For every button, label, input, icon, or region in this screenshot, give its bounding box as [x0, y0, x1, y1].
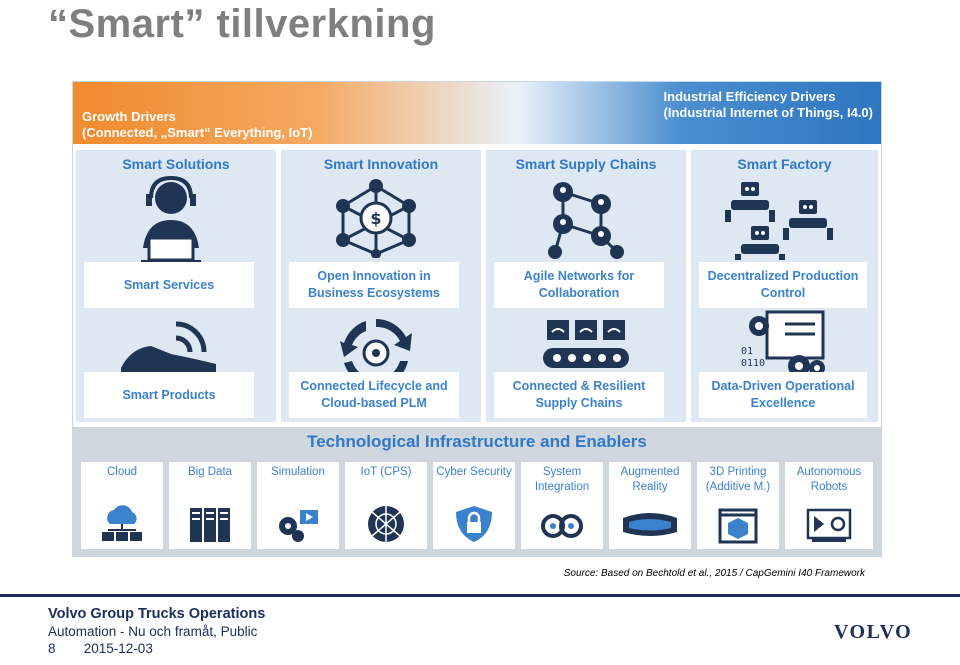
footer-rule	[0, 594, 960, 597]
svg-text:0110: 0110	[741, 358, 765, 369]
tile-autonomous-robots: Autonomous Robots	[785, 462, 873, 549]
source-note: Source: Based on Bechtold et al., 2015 /…	[563, 568, 865, 579]
decentralized-control-box: Decentralized Production Control	[699, 262, 867, 308]
cloud-devices-icon	[102, 505, 142, 541]
server-racks-icon	[190, 508, 230, 542]
tile-simulation: Simulation	[257, 462, 339, 549]
shield-lock-icon	[456, 506, 492, 542]
gears-video-icon	[279, 510, 318, 542]
tile-big-data: Big Data	[169, 462, 251, 549]
tile-label: Cyber Security	[436, 466, 512, 478]
column-heading: Smart Innovation	[323, 156, 439, 172]
footer-date: 2015-12-03	[83, 641, 153, 656]
tile-label: System Integration	[534, 466, 590, 493]
worker-laptop-icon	[141, 176, 201, 264]
tile-label: Augmented Reality	[620, 466, 680, 493]
footer-subtitle: Automation - Nu och framåt, Public	[48, 624, 258, 639]
connected-lifecycle-box: Connected Lifecycle and Cloud-based PLM	[289, 372, 459, 418]
volvo-logo: VOLVO	[834, 621, 913, 643]
footer-meta: 8 2015-12-03	[48, 640, 265, 657]
robot-vehicle-icon	[806, 508, 852, 542]
open-innovation-box: Open Innovation in Business Ecosystems	[289, 262, 459, 308]
tile-label: Simulation	[271, 466, 325, 478]
tile-iot: IoT (CPS)	[345, 462, 427, 549]
tile-3d-printing: 3D Printing (Additive M.)	[697, 462, 779, 549]
linked-gears-icon	[541, 514, 583, 538]
agile-networks-box: Agile Networks for Collaboration	[494, 262, 664, 308]
growth-drivers-label: Growth Drivers (Connected, „Smart“ Every…	[82, 109, 312, 141]
framework-diagram: Growth Drivers (Connected, „Smart“ Every…	[72, 81, 882, 557]
tile-label: 3D Printing (Additive M.)	[705, 466, 771, 493]
infrastructure-band: Technological Infrastructure and Enabler…	[73, 427, 881, 556]
tile-label: Autonomous Robots	[796, 466, 862, 493]
tile-label: Cloud	[106, 466, 138, 478]
drivers-banner: Growth Drivers (Connected, „Smart“ Every…	[73, 82, 881, 144]
data-gears-icon: 01 0110	[741, 310, 825, 377]
column-smart-solutions: Smart Solutions Smart Services Smart Pro…	[76, 150, 276, 422]
slide-title: “Smart” tillverkning	[48, 2, 436, 46]
efficiency-drivers-label: Industrial Efficiency Drivers (Industria…	[664, 89, 873, 121]
conveyor-boxes-icon	[543, 320, 629, 368]
efficiency-drivers-title: Industrial Efficiency Drivers	[663, 89, 836, 104]
growth-drivers-sub: (Connected, „Smart“ Everything, IoT)	[82, 125, 313, 140]
smart-products-box: Smart Products	[84, 372, 254, 418]
page-number: 8	[48, 641, 56, 656]
footer-org: Volvo Group Trucks Operations	[48, 606, 266, 622]
tile-label: Big Data	[187, 466, 233, 478]
infrastructure-heading: Technological Infrastructure and Enabler…	[307, 432, 647, 451]
people-network-icon	[548, 182, 624, 259]
tile-system-integration: System Integration	[521, 462, 603, 549]
column-smart-innovation: Smart Innovation $ Open Innovation in Bu…	[281, 150, 481, 422]
smart-services-box: Smart Services	[84, 262, 254, 308]
tile-cloud: Cloud	[81, 462, 163, 549]
tile-augmented-reality: Augmented Reality	[609, 462, 691, 549]
resilient-supply-box: Connected & Resilient Supply Chains	[494, 372, 664, 418]
network-lightbulb-icon: $	[336, 179, 416, 258]
data-driven-box: Data-Driven Operational Excellence	[699, 372, 867, 418]
column-heading: Smart Solutions	[122, 156, 230, 172]
network-sphere-icon	[368, 506, 404, 542]
growth-drivers-title: Growth Drivers	[82, 109, 176, 124]
svg-text:$: $	[370, 209, 381, 228]
printer-cube-icon	[718, 508, 758, 544]
column-heading: Smart Supply Chains	[515, 156, 657, 172]
column-smart-factory: Smart Factory Decentralized Production C…	[691, 150, 878, 422]
column-heading: Smart Factory	[737, 156, 832, 172]
robot-arms-icon	[725, 182, 833, 260]
vr-headset-icon	[623, 513, 677, 536]
column-smart-supply-chains: Smart Supply Chains Agile Networks for C…	[486, 150, 686, 422]
tile-cyber-security: Cyber Security	[433, 462, 515, 549]
efficiency-drivers-sub: (Industrial Internet of Things, I4.0)	[663, 105, 873, 120]
tile-label: IoT (CPS)	[360, 466, 412, 478]
svg-text:01: 01	[741, 346, 753, 357]
footer: Volvo Group Trucks Operations Automation…	[48, 606, 265, 657]
